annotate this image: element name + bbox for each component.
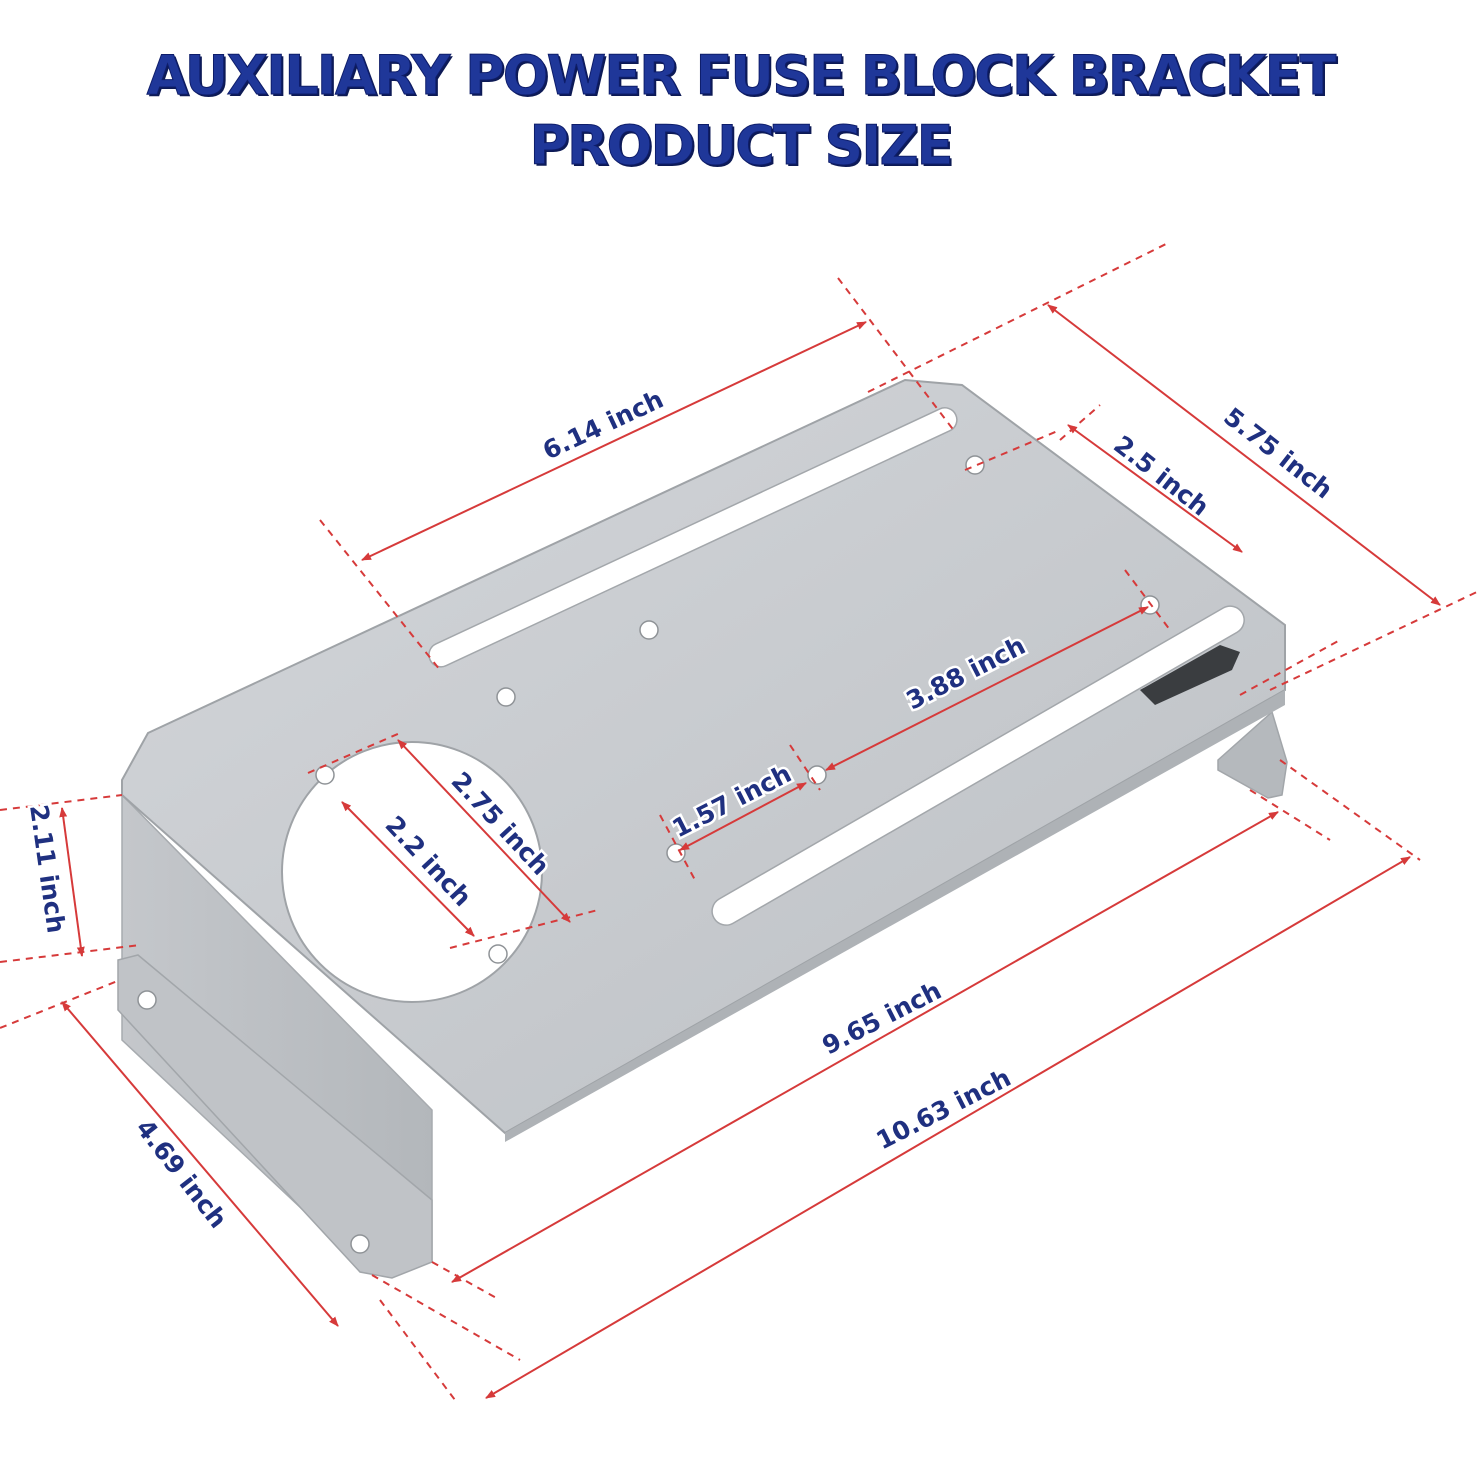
- flange-hole: [137, 990, 157, 1010]
- dim-line-right-width: [1047, 304, 1441, 606]
- dim-line-overall-length: [485, 856, 1411, 1399]
- label-overall-length: 10.63 inch: [872, 1063, 1016, 1155]
- mount-hole: [496, 687, 516, 707]
- title-line-2: PRODUCT SIZE: [529, 114, 954, 178]
- mount-hole: [315, 765, 335, 785]
- slot-right-cutout: [1140, 645, 1240, 705]
- mount-hole: [807, 765, 827, 785]
- dim-line-slot-hole-spacing: [825, 606, 1149, 771]
- mount-hole: [488, 944, 508, 964]
- mount-hole: [639, 620, 659, 640]
- mount-hole: [965, 455, 985, 475]
- label-right-width: 5.75 inch: [1218, 402, 1338, 505]
- label-front-length: 9.65 inch: [818, 976, 946, 1061]
- dim-line-hole-spacing-right: [1067, 424, 1243, 553]
- dim-line-top-length: [361, 321, 867, 561]
- flange-hole: [350, 1234, 370, 1254]
- dim-line-height: [59, 807, 85, 957]
- mount-hole: [666, 843, 686, 863]
- dim-line-flange-width: [61, 1001, 339, 1327]
- title-line-1: AUXILIARY POWER FUSE BLOCK BRACKET: [146, 44, 1337, 108]
- dimension-lines: [59, 304, 1441, 1399]
- label-flange-width: 4.69 inch: [130, 1114, 233, 1234]
